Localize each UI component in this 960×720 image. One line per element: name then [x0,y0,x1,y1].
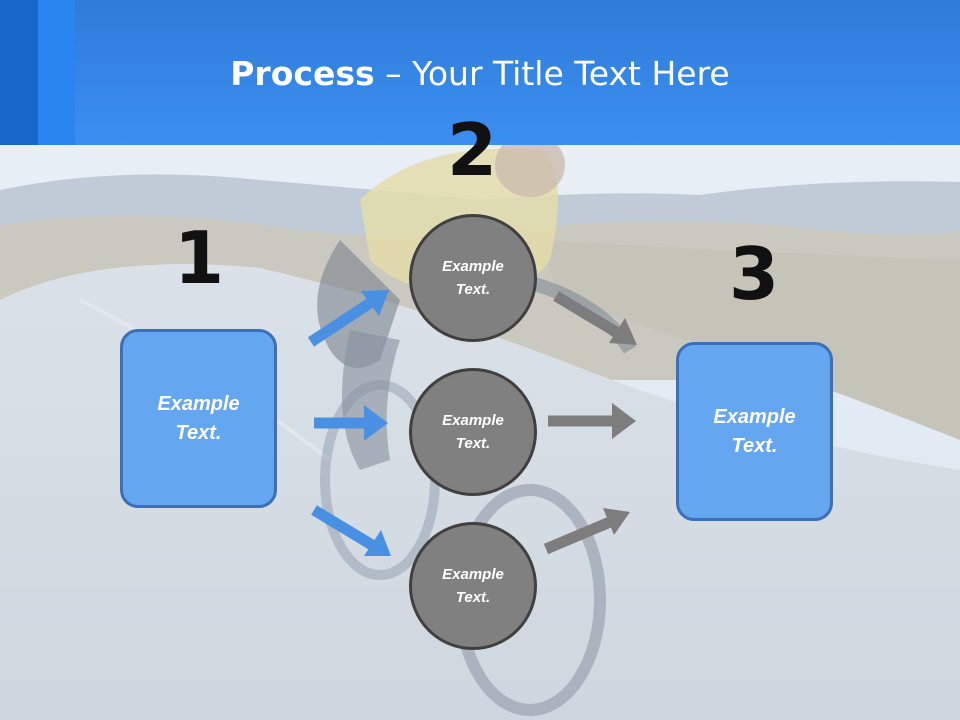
blue-arrow-right [314,405,388,441]
title-rest: – Your Title Text Here [374,54,730,93]
title-bold: Process [230,54,375,93]
circle-middle-text: Example Text. [442,412,504,452]
step-number-3: 3 [728,232,780,316]
circle-middle: Example Text. [409,368,537,496]
step-number-2: 2 [446,108,498,192]
title-banner: Process – Your Title Text Here [0,0,960,145]
right-process-box: Example Text. [676,342,833,521]
left-box-text: Example Text. [157,392,240,444]
gray-arrow-right [548,403,636,439]
banner-accent-dark [0,0,38,145]
banner-accent-mid [38,0,75,145]
circle-top: Example Text. [409,214,537,342]
step-number-1: 1 [173,216,225,300]
circle-bottom-text: Example Text. [442,566,504,606]
right-box-text: Example Text. [713,405,796,457]
gray-arrow-up [543,508,630,555]
left-process-box: Example Text. [120,329,277,508]
blue-arrow-up [307,290,389,347]
circle-bottom: Example Text. [409,522,537,650]
circle-top-text: Example Text. [442,258,504,298]
blue-arrow-down [311,505,391,556]
gray-arrow-down [553,291,637,345]
slide-title: Process – Your Title Text Here [0,52,960,96]
